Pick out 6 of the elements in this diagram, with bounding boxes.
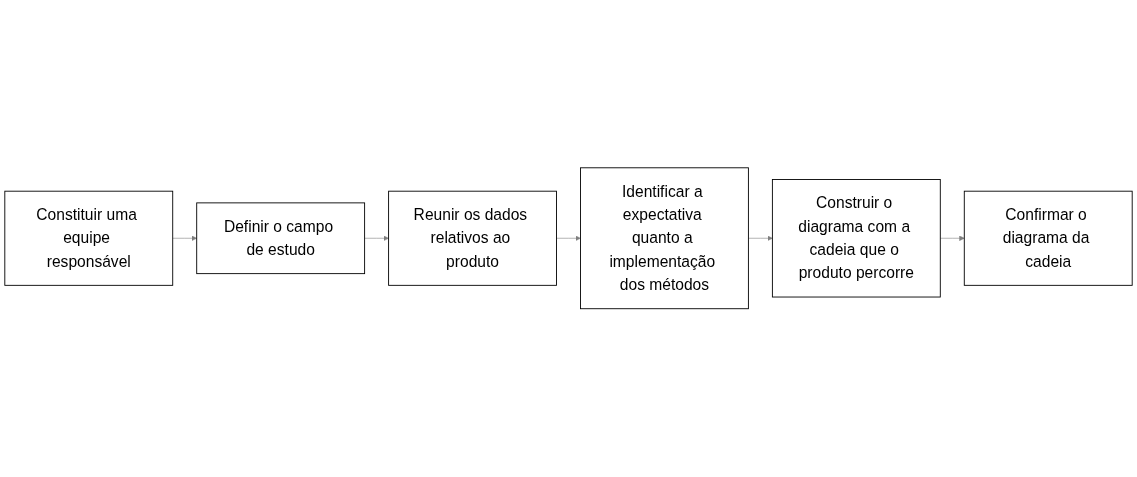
node-box: Reunir os dados relativos ao produto	[388, 190, 557, 286]
node-box: Construir o diagrama com a cadeia que o produto percorre	[771, 179, 941, 298]
node-box: Constituir uma equipe responsável	[4, 190, 174, 286]
node-box: Confirmar o diagrama da cadeia	[963, 190, 1133, 286]
node-box: Identificar a expectativa quanto a implementação dos métodos	[580, 167, 749, 310]
node-box: Definir o campo de estudo	[196, 202, 366, 275]
